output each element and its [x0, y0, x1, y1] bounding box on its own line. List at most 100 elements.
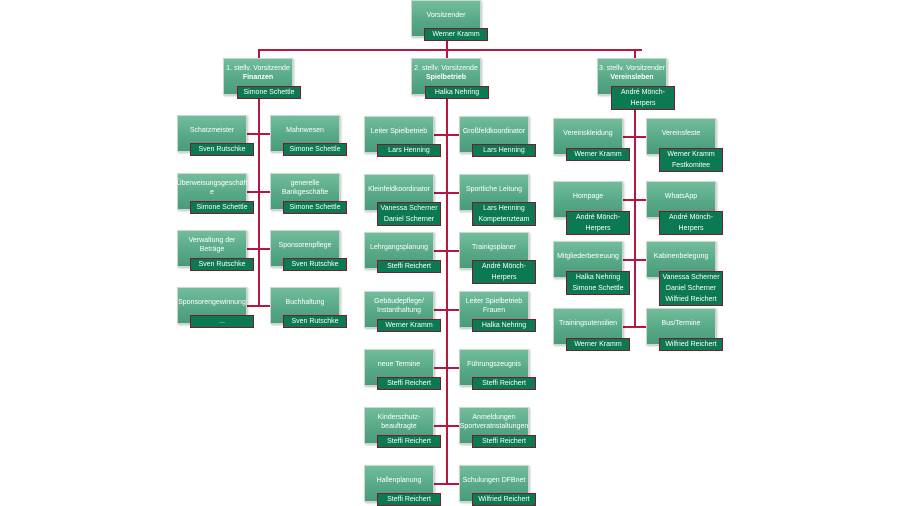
finanzen-role-person: Sven Rutschke [283, 315, 347, 328]
connector-line [634, 50, 636, 59]
title-line: Führungszeugnis [467, 360, 521, 368]
title-line: e [210, 189, 214, 196]
finanzen-role-person: Simone Schettle [283, 143, 347, 156]
deputy-vereinsleben-person: André Mönch-Herpers [611, 86, 675, 110]
deputy-finanzen-person: Simone Schettle [237, 86, 301, 99]
title-line: Vereinsfeste [661, 129, 701, 137]
person-name: Sven Rutschke [198, 261, 246, 268]
connector-line [258, 95, 260, 306]
person-name: Simone Schettle [572, 285, 624, 292]
title-line: Bankgeschäfte [281, 189, 329, 196]
deputy-spielbetrieb-person: Halka Nehring [425, 86, 489, 99]
spielbetrieb-role-person: Halka Nehring [472, 319, 536, 332]
box-title: Kinderschutz-beauftragte [378, 412, 421, 432]
box-title: Vorsitzender [427, 5, 466, 25]
spielbetrieb-role-person: Steffi Reichert [472, 377, 536, 390]
box-title: Sportliche Leitung [466, 179, 522, 199]
title-line: Mahnwesen [286, 126, 324, 134]
person-name: Sven Rutschke [291, 261, 339, 268]
person-name: Sven Rutschke [198, 146, 246, 153]
department-name: Spielbetrieb [425, 74, 467, 81]
box-title: neue Termine [378, 354, 420, 374]
person-name: Werner Kramm [432, 31, 480, 38]
title-line: Lehrgangsplanung [370, 243, 428, 251]
connector-line [434, 134, 459, 136]
title-line: Beträge [199, 246, 225, 253]
person-name: Daniel Scherner [383, 216, 435, 223]
spielbetrieb-role-person: Steffi Reichert [472, 435, 536, 448]
connector-line [623, 136, 646, 138]
connector-line [258, 49, 642, 51]
person-name: André Mönch- [576, 214, 620, 221]
person-name: Halka Nehring [481, 322, 527, 329]
person-name: Halka Nehring [575, 274, 621, 281]
box-title: WhatsApp [665, 186, 697, 206]
person-name: Werner Kramm [385, 322, 433, 329]
box-title: Gebäudepflege/Instanthaltung [374, 296, 424, 316]
person-name: Kompetenzteam [478, 216, 530, 223]
connector-line [434, 367, 459, 369]
finanzen-role-person: Sven Rutschke [283, 258, 347, 271]
title-line: Instanthaltung [377, 307, 421, 314]
box-title: Kabinenbelegung [654, 246, 709, 266]
title-line: Trainigsplaner [471, 243, 517, 251]
title-line: 2. stellv. Vorsitzende [414, 65, 478, 72]
connector-line [247, 305, 270, 307]
vereinsleben-role-person: André Mönch-Herpers [659, 211, 723, 235]
title-line: Hallenplanung [376, 476, 422, 484]
title-line: neue Termine [377, 360, 421, 368]
box-title: Schulungen DFBnet [463, 470, 526, 490]
person-name: Festkomitee [671, 162, 711, 169]
person-name: Herpers [678, 225, 704, 232]
person-name: Vanessa Scherner [662, 274, 720, 281]
connector-line [623, 199, 646, 201]
box-title: Hompage [573, 186, 603, 206]
title-line: Gebäudepflege/ [374, 298, 424, 305]
vereinsleben-role-person: Werner Kramm [566, 148, 630, 161]
title-line: Leiter Spielbetrieb [370, 127, 428, 135]
box-title: Sponsorengewinnung [178, 292, 246, 312]
box-title: Überweisungsgeschäft e [177, 178, 248, 198]
spielbetrieb-role-person: Steffi Reichert [377, 377, 441, 390]
title-line: Sponsorenpflege [278, 241, 332, 249]
person-name: Simone Schettle [196, 204, 248, 211]
connector-line [434, 250, 459, 252]
connector-line [434, 483, 459, 485]
box-title: Trainingsutensilien [559, 313, 617, 333]
person-name: Simone Schettle [289, 146, 341, 153]
title-line: Kabinenbelegung [653, 252, 709, 260]
connector-line [623, 259, 646, 261]
box-title: Buchhaltung [286, 292, 325, 312]
title-line: Verwaltung der [188, 237, 236, 244]
title-line: Überweisungsgeschäft [176, 180, 248, 187]
connector-line [446, 95, 448, 484]
person-name: Simone Schettle [243, 89, 295, 96]
box-title: Hallenplanung [377, 470, 422, 490]
connector-line [434, 309, 459, 311]
person-name: Herpers [491, 274, 517, 281]
box-title: Mahnwesen [286, 120, 324, 140]
title-line: Sponsorengewinnung [178, 298, 246, 306]
title-line: WhatsApp [664, 192, 698, 200]
title-line: Schulungen DFBnet [462, 476, 526, 484]
box-title: Bus/Termine [662, 313, 701, 333]
person-name: Daniel Scherner [665, 285, 717, 292]
box-title: Mitgliederbetreuung [557, 246, 619, 266]
spielbetrieb-role-person: André Mönch-Herpers [472, 260, 536, 284]
person-name: Werner Kramm [574, 151, 622, 158]
title-line: Frauen [482, 307, 506, 314]
box-title: Leiter Spielbetrieb [371, 121, 427, 141]
title-line: Schatzmeister [189, 126, 235, 134]
person-name: Vanessa Scherner [380, 205, 438, 212]
connector-line [247, 248, 270, 250]
title-line: Vorsitzender [426, 11, 466, 19]
person-name: Steffi Reichert [387, 438, 431, 445]
connector-line [434, 192, 459, 194]
